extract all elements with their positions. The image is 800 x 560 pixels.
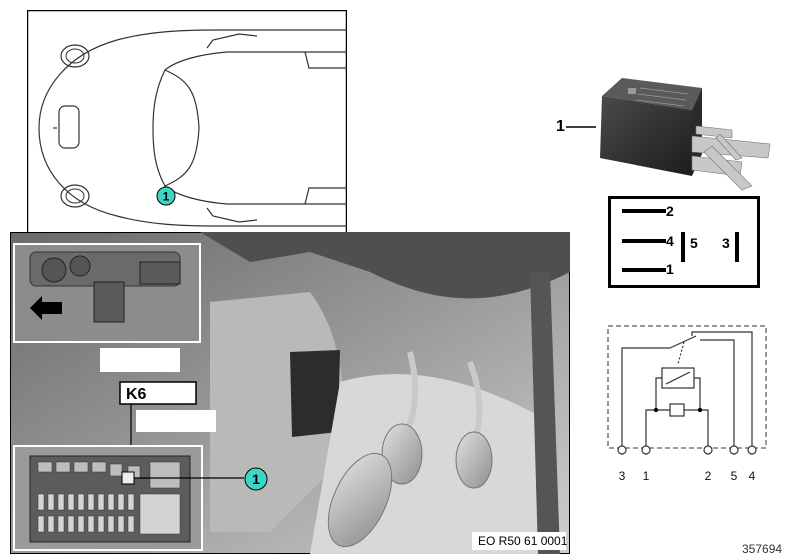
dashboard-arrow-icon <box>30 296 62 320</box>
steering-column-trim <box>530 272 560 554</box>
pin-3-label: 3 <box>722 235 730 251</box>
pin-4-label: 4 <box>666 233 674 249</box>
pin-1-label: 1 <box>666 261 674 277</box>
pin-4-blade <box>622 239 666 243</box>
pin-5-blade <box>681 232 685 262</box>
part-number-leader <box>566 126 596 128</box>
schematic-pin-label-2: 2 <box>705 469 712 483</box>
pin-1-blade <box>622 268 666 272</box>
relay-pins <box>691 125 771 191</box>
relay-schematic: 3 1 2 5 4 <box>600 318 780 492</box>
caption-box <box>472 532 566 550</box>
headlight-bottom-icon <box>60 184 90 208</box>
car-top-view-panel: 1 <box>27 10 347 243</box>
relay-side-face <box>600 96 692 176</box>
schematic-pin-label-4: 4 <box>749 469 756 483</box>
label-blank-bottom <box>136 410 216 432</box>
schematic-pin-label-3: 3 <box>619 469 626 483</box>
location-caption: EO R50 61 0001 <box>478 534 568 548</box>
location-photo-drawing: K6 <box>10 232 570 554</box>
car-view-callout-circle <box>156 186 176 206</box>
relay-part-drawing <box>600 78 771 191</box>
clutch-pedal <box>381 423 423 485</box>
schematic-pin-terminals <box>617 445 757 455</box>
junction-right <box>697 407 703 413</box>
pinout-drawing: 2 4 5 3 1 <box>608 196 760 288</box>
car-top-view-drawing: 1 <box>27 10 347 243</box>
relay-top-face <box>602 78 702 110</box>
pinout-box: 2 4 5 3 1 <box>608 196 760 288</box>
pedals <box>327 351 493 548</box>
relay-part-illustration <box>592 66 792 196</box>
pin-2-blade <box>622 209 666 213</box>
relay-part-number: 1 <box>556 118 565 135</box>
car-body-outline <box>38 29 347 227</box>
label-blank-top <box>100 348 180 372</box>
k6-relay-position <box>121 471 135 485</box>
k6-label: K6 <box>126 386 147 403</box>
schematic-wiring <box>621 331 753 446</box>
resistor-symbol <box>669 403 685 417</box>
junction-left <box>653 407 659 413</box>
footrest <box>327 452 393 548</box>
schematic-drawing: 3 1 2 5 4 <box>607 325 767 483</box>
diagram-id: 357694 <box>742 542 783 556</box>
car-view-callout-number: 1 <box>163 190 170 204</box>
k6-label-box <box>119 381 197 405</box>
dashboard-underside <box>200 232 570 299</box>
headlight-top-inner <box>65 48 85 64</box>
pin-5-label: 5 <box>690 235 698 251</box>
schematic-housing <box>607 325 767 449</box>
fuse-box-inset <box>13 445 203 551</box>
relay-printed-markings <box>628 87 689 107</box>
relay-callout-number: 1 <box>252 471 260 487</box>
schematic-pin-label-5: 5 <box>731 469 738 483</box>
pin-2-label: 2 <box>666 203 674 219</box>
pin-3-blade <box>735 232 739 262</box>
coil-diagonal <box>665 371 691 385</box>
schematic-pin-label-1: 1 <box>643 469 650 483</box>
footwell-vent <box>290 350 340 437</box>
location-photo-panel: K6 <box>10 232 570 554</box>
headlight-bottom-inner <box>65 188 85 204</box>
headlight-top-icon <box>60 44 90 68</box>
dashboard-inset <box>13 243 201 343</box>
relay-callout-circle <box>244 467 268 491</box>
front-grille <box>58 105 80 149</box>
brake-pedal <box>455 431 493 489</box>
